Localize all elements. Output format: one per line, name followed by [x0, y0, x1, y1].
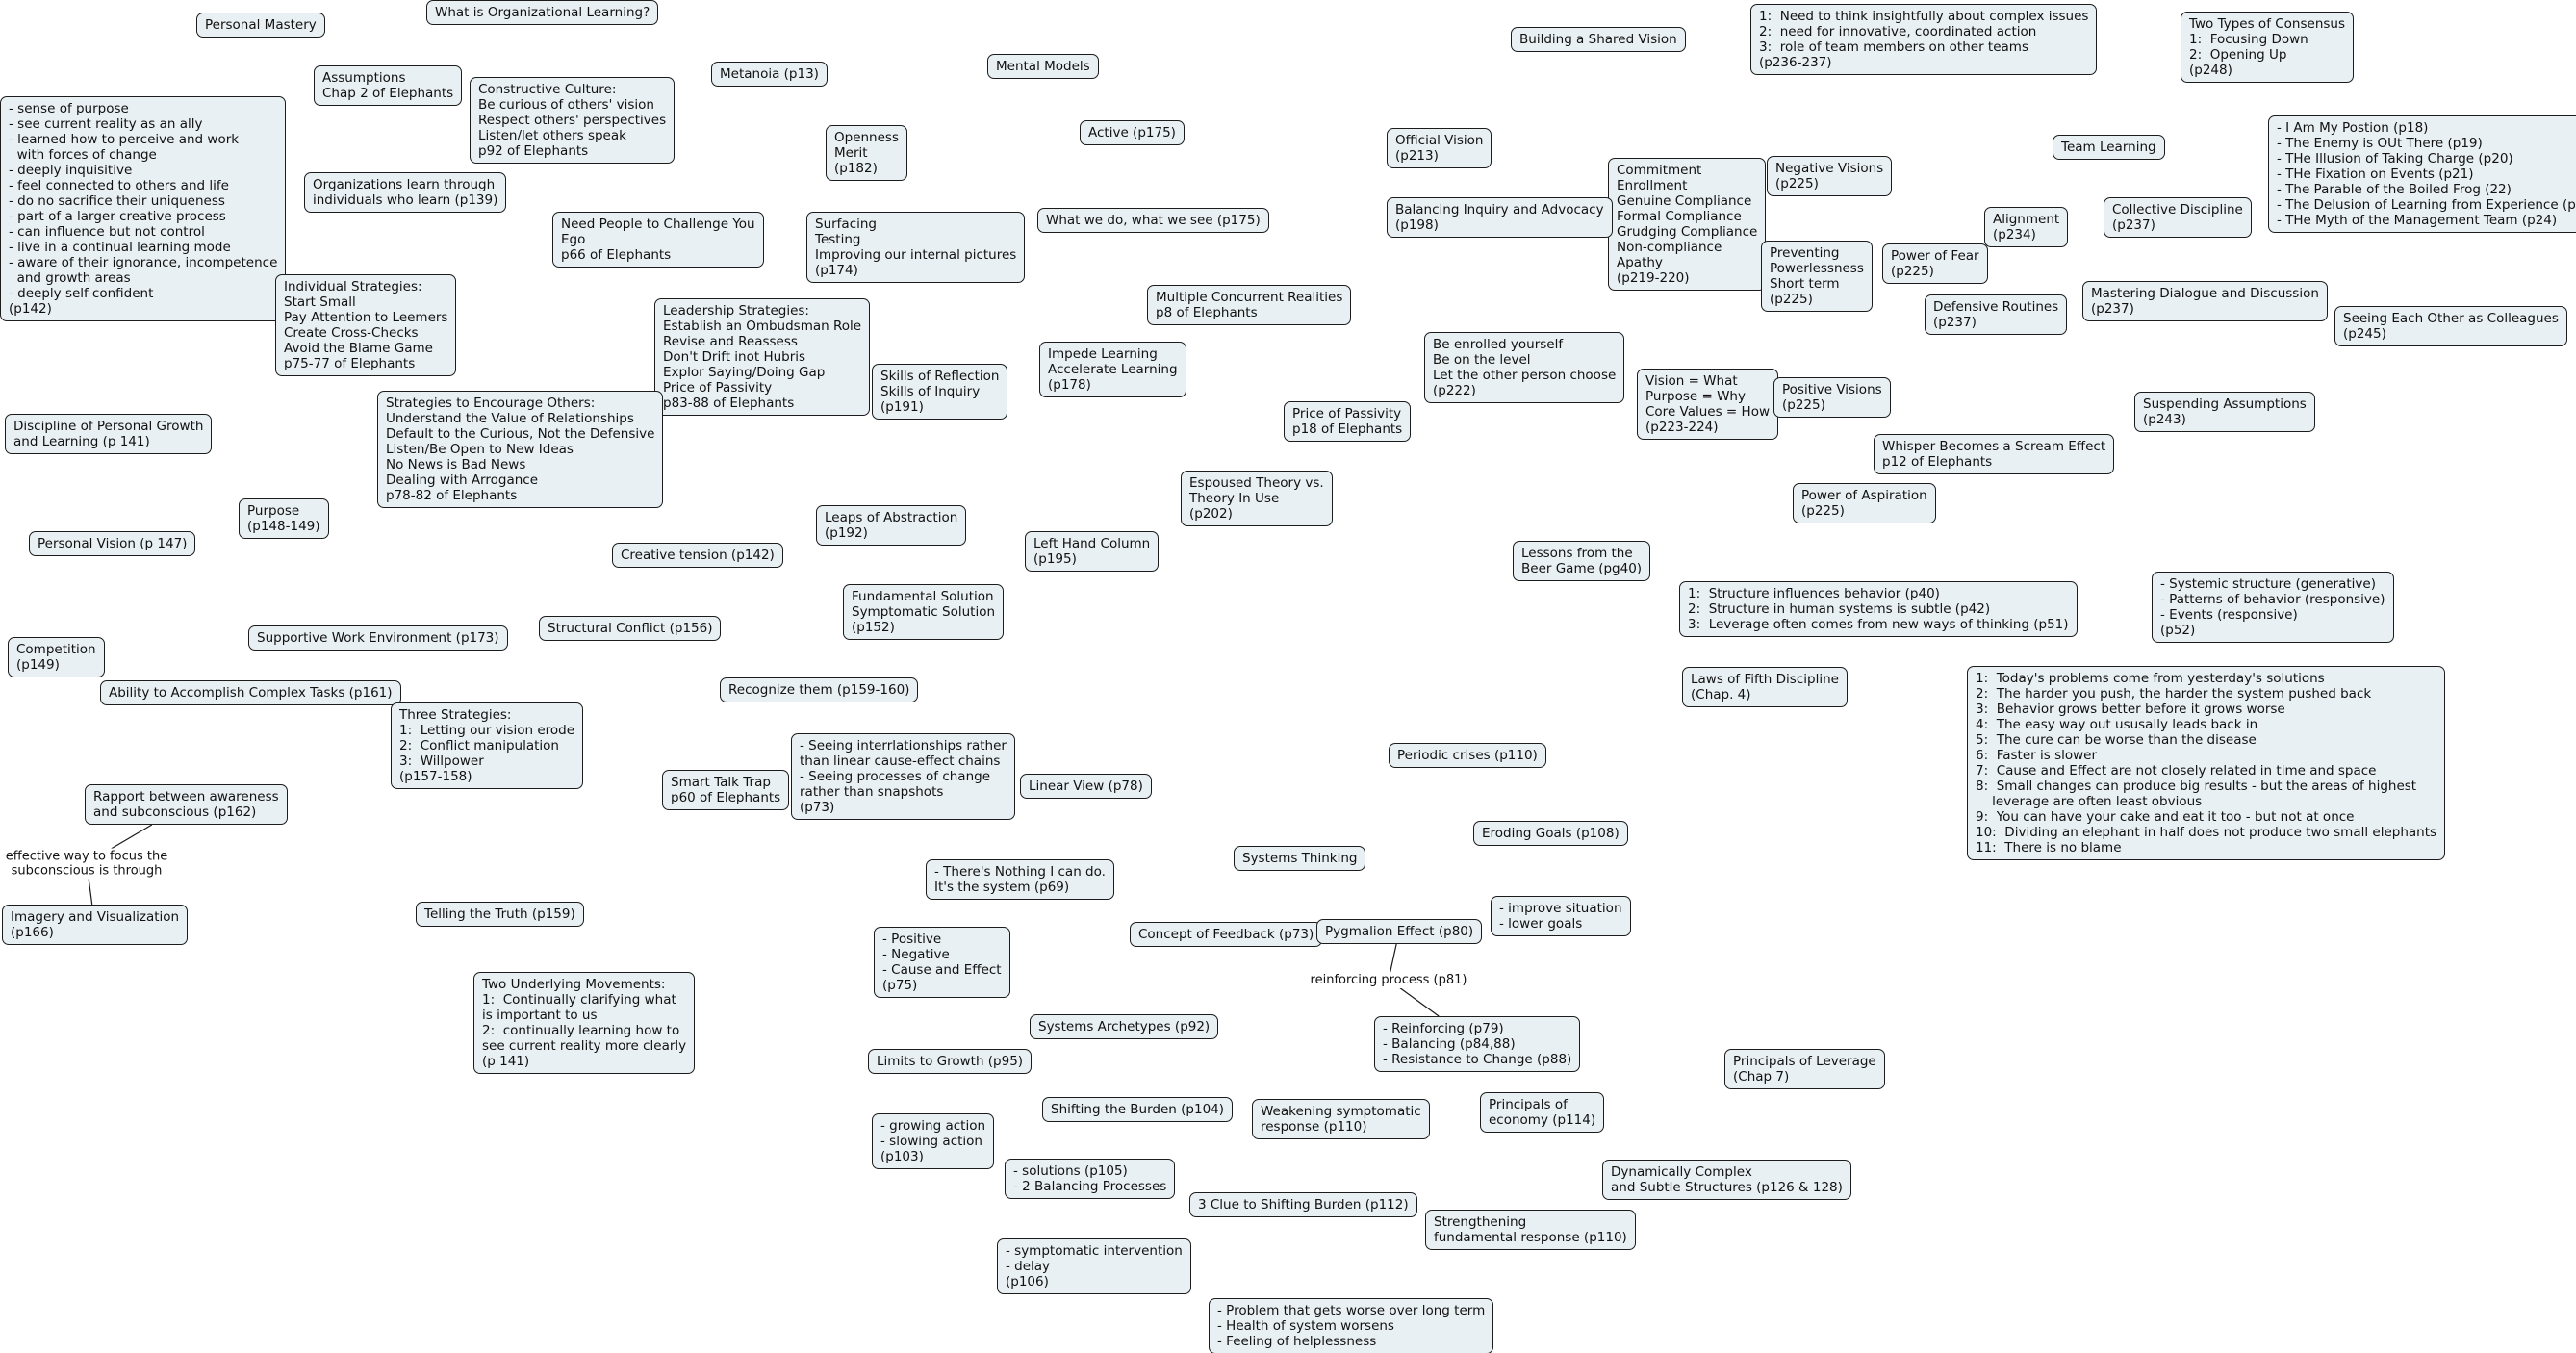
edge-label-reinforcing-process: reinforcing process (p81) — [1311, 973, 1467, 987]
node-principals-leverage[interactable]: Principals of Leverage (Chap 7) — [1724, 1049, 1885, 1089]
node-whisper-scream[interactable]: Whisper Becomes a Scream Effect p12 of E… — [1874, 434, 2115, 474]
node-symptomatic-intervention[interactable]: - symptomatic intervention - delay (p106… — [997, 1238, 1191, 1294]
node-rapport[interactable]: Rapport between awareness and subconscio… — [85, 784, 288, 825]
node-theres-nothing[interactable]: - There's Nothing I can do. It's the sys… — [926, 859, 1114, 900]
node-reinforcing[interactable]: - Reinforcing (p79) - Balancing (p84,88)… — [1374, 1016, 1581, 1072]
node-structural-conflict[interactable]: Structural Conflict (p156) — [539, 616, 722, 641]
node-systemic-structure[interactable]: - Systemic structure (generative) - Patt… — [2152, 572, 2394, 643]
node-three-strategies[interactable]: Three Strategies: 1: Letting our vision … — [391, 702, 584, 789]
node-what-we-do[interactable]: What we do, what we see (p175) — [1037, 208, 1269, 233]
node-periodic-crises[interactable]: Periodic crises (p110) — [1389, 743, 1546, 768]
node-collective-discipline[interactable]: Collective Discipline (p237) — [2104, 197, 2252, 238]
node-power-of-fear[interactable]: Power of Fear (p225) — [1882, 243, 1988, 284]
node-left-hand-column[interactable]: Left Hand Column (p195) — [1025, 531, 1160, 572]
node-structure-influences[interactable]: 1: Structure influences behavior (p40) 2… — [1679, 581, 2078, 637]
node-positive-negative[interactable]: - Positive - Negative - Cause and Effect… — [874, 927, 1010, 998]
node-competition[interactable]: Competition (p149) — [8, 637, 105, 677]
node-orgs-learn[interactable]: Organizations learn through individuals … — [304, 172, 507, 213]
node-power-aspiration[interactable]: Power of Aspiration (p225) — [1793, 483, 1936, 523]
node-individual-strategies[interactable]: Individual Strategies: Start Small Pay A… — [275, 274, 457, 376]
node-mental-models[interactable]: Mental Models — [987, 54, 1099, 79]
node-what-is-organizational-learning[interactable]: What is Organizational Learning? — [426, 0, 659, 25]
node-systems-thinking[interactable]: Systems Thinking — [1234, 846, 1366, 871]
node-i-am-my-position[interactable]: - I Am My Postion (p18) - The Enemy is O… — [2268, 115, 2576, 233]
node-solutions-balancing[interactable]: - solutions (p105) - 2 Balancing Process… — [1005, 1159, 1176, 1199]
node-problem-worse[interactable]: - Problem that gets worse over long term… — [1209, 1298, 1494, 1353]
node-creative-tension[interactable]: Creative tension (p142) — [612, 543, 783, 568]
node-mastering-dialogue[interactable]: Mastering Dialogue and Discussion (p237) — [2082, 281, 2328, 321]
node-openness-merit[interactable]: Openness Merit (p182) — [826, 125, 907, 181]
node-espoused-theory[interactable]: Espoused Theory vs. Theory In Use (p202) — [1181, 471, 1333, 526]
node-todays-problems[interactable]: 1: Today's problems come from yesterday'… — [1967, 666, 2446, 860]
node-two-underlying[interactable]: Two Underlying Movements: 1: Continually… — [473, 972, 696, 1074]
node-fundamental-solution[interactable]: Fundamental Solution Symptomatic Solutio… — [843, 584, 1005, 640]
node-suspending-assumptions[interactable]: Suspending Assumptions (p243) — [2134, 392, 2315, 432]
node-personal-vision[interactable]: Personal Vision (p 147) — [29, 531, 196, 556]
node-negative-visions[interactable]: Negative Visions (p225) — [1767, 156, 1893, 196]
node-official-vision[interactable]: Official Vision (p213) — [1387, 128, 1492, 168]
node-supportive-work-env[interactable]: Supportive Work Environment (p173) — [248, 625, 508, 651]
node-ability-complex-tasks[interactable]: Ability to Accomplish Complex Tasks (p16… — [100, 680, 401, 705]
node-eroding-goals[interactable]: Eroding Goals (p108) — [1473, 821, 1628, 846]
node-need-people-challenge[interactable]: Need People to Challenge You Ego p66 of … — [552, 212, 764, 268]
node-building-shared-vision[interactable]: Building a Shared Vision — [1511, 27, 1686, 52]
node-principals-economy[interactable]: Principals of economy (p114) — [1480, 1092, 1605, 1133]
node-characteristics-list[interactable]: - sense of purpose - see current reality… — [0, 96, 287, 321]
node-leaps-abstraction[interactable]: Leaps of Abstraction (p192) — [816, 505, 967, 546]
node-discipline-personal-growth[interactable]: Discipline of Personal Growth and Learni… — [5, 414, 213, 454]
node-assumptions[interactable]: Assumptions Chap 2 of Elephants — [314, 65, 463, 106]
node-impede-learning[interactable]: Impede Learning Accelerate Learning (p17… — [1039, 342, 1186, 397]
node-balancing-inquiry[interactable]: Balancing Inquiry and Advocacy (p198) — [1387, 197, 1613, 238]
node-laws-fifth-discipline[interactable]: Laws of Fifth Discipline (Chap. 4) — [1682, 667, 1848, 707]
node-strategies-encourage[interactable]: Strategies to Encourage Others: Understa… — [377, 391, 664, 508]
node-limits-growth[interactable]: Limits to Growth (p95) — [868, 1049, 1033, 1074]
node-preventing-powerlessness[interactable]: Preventing Powerlessness Short term (p22… — [1761, 241, 1873, 312]
node-multiple-realities[interactable]: Multiple Concurrent Realities p8 of Elep… — [1147, 285, 1352, 325]
node-personal-mastery[interactable]: Personal Mastery — [196, 13, 325, 38]
node-seeing-each-other[interactable]: Seeing Each Other as Colleagues (p245) — [2334, 306, 2567, 346]
node-defensive-routines[interactable]: Defensive Routines (p237) — [1925, 294, 2068, 335]
node-systems-archetypes[interactable]: Systems Archetypes (p92) — [1030, 1014, 1219, 1039]
node-strengthening[interactable]: Strengthening fundamental response (p110… — [1425, 1210, 1636, 1250]
node-need-think-insightfully[interactable]: 1: Need to think insightfully about comp… — [1750, 4, 2098, 75]
node-alignment[interactable]: Alignment (p234) — [1984, 207, 2069, 247]
node-pygmalion[interactable]: Pygmalion Effect (p80) — [1316, 919, 1483, 944]
node-price-passivity[interactable]: Price of Passivity p18 of Elephants — [1284, 401, 1412, 442]
node-dynamically-complex[interactable]: Dynamically Complex and Subtle Structure… — [1602, 1160, 1851, 1200]
node-three-clue[interactable]: 3 Clue to Shifting Burden (p112) — [1189, 1192, 1417, 1217]
node-recognize-them[interactable]: Recognize them (p159-160) — [720, 677, 919, 702]
node-telling-truth[interactable]: Telling the Truth (p159) — [416, 902, 584, 927]
node-commitment[interactable]: Commitment Enrollment Genuine Compliance… — [1608, 158, 1767, 291]
node-leadership-strategies[interactable]: Leadership Strategies: Establish an Ombu… — [654, 298, 871, 416]
node-concept-feedback[interactable]: Concept of Feedback (p73) — [1130, 922, 1323, 947]
node-skills-reflection[interactable]: Skills of Reflection Skills of Inquiry (… — [872, 364, 1008, 420]
node-team-learning[interactable]: Team Learning — [2053, 135, 2165, 160]
node-two-types-consensus[interactable]: Two Types of Consensus 1: Focusing Down … — [2181, 12, 2354, 83]
node-smart-talk-trap[interactable]: Smart Talk Trap p60 of Elephants — [662, 770, 790, 810]
node-growing-action[interactable]: - growing action - slowing action (p103) — [872, 1113, 995, 1169]
node-weakening-symptomatic[interactable]: Weakening symptomatic response (p110) — [1252, 1099, 1430, 1139]
node-linear-view[interactable]: Linear View (p78) — [1020, 774, 1152, 799]
node-vision-what[interactable]: Vision = What Purpose = Why Core Values … — [1637, 369, 1778, 440]
node-purpose[interactable]: Purpose (p148-149) — [239, 498, 329, 539]
node-metanoia[interactable]: Metanoia (p13) — [711, 62, 828, 87]
node-seeing-interrelationships[interactable]: - Seeing interrlationships rather than l… — [791, 733, 1015, 820]
node-shifting-burden[interactable]: Shifting the Burden (p104) — [1042, 1097, 1234, 1122]
node-imagery[interactable]: Imagery and Visualization (p166) — [2, 905, 189, 945]
node-positive-visions[interactable]: Positive Visions (p225) — [1773, 377, 1891, 418]
node-surfacing[interactable]: Surfacing Testing Improving our internal… — [806, 212, 1026, 283]
node-improve-situation[interactable]: - improve situation - lower goals — [1491, 896, 1631, 936]
node-lessons-beer-game[interactable]: Lessons from the Beer Game (pg40) — [1513, 541, 1651, 581]
node-active[interactable]: Active (p175) — [1080, 120, 1185, 145]
node-constructive-culture[interactable]: Constructive Culture: Be curious of othe… — [470, 77, 676, 164]
node-be-enrolled[interactable]: Be enrolled yourself Be on the level Let… — [1424, 332, 1625, 403]
